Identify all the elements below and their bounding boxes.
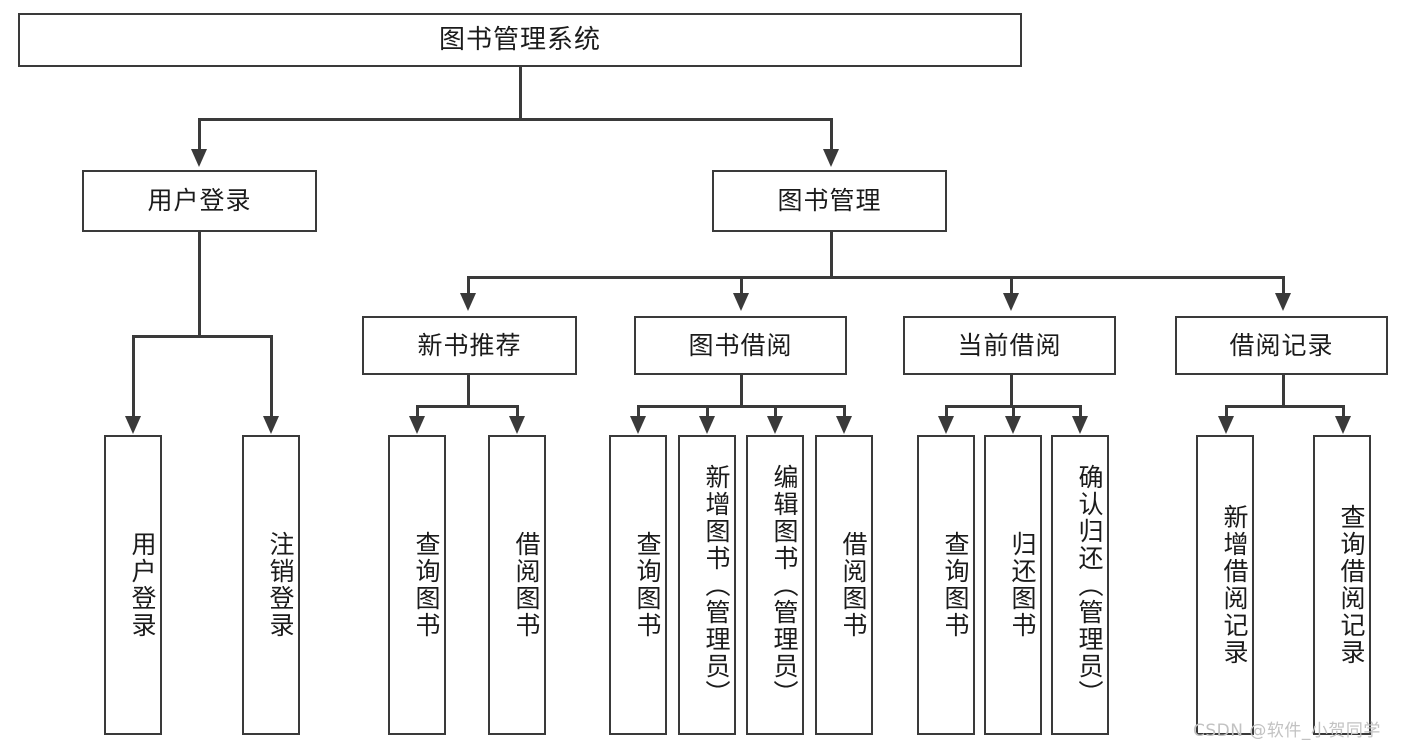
arrow-current-borrow-child-1 <box>938 416 954 434</box>
edge-to-borrow-record <box>1282 276 1285 294</box>
node-borrow-record[interactable]: 借阅记录 <box>1175 316 1388 375</box>
edge-to-new-book <box>467 276 470 294</box>
edge-root-stem <box>519 67 522 118</box>
edge-current-borrow-child-3 <box>1079 405 1082 417</box>
arrow-current-borrow-child-3 <box>1072 416 1088 434</box>
edge-user-login-stem <box>198 232 201 335</box>
arrow-book-borrow-child-1 <box>630 416 646 434</box>
edge-new-book-stem <box>467 375 470 405</box>
arrow-to-book-borrow <box>733 293 749 311</box>
edge-book-borrow-stem <box>740 375 743 405</box>
node-leaf-user-login[interactable]: 用户登录 <box>104 435 162 735</box>
node-current-borrow[interactable]: 当前借阅 <box>903 316 1116 375</box>
edge-new-book-bar <box>416 405 518 408</box>
node-new-book-recommend[interactable]: 新书推荐 <box>362 316 577 375</box>
node-leaf-add-record[interactable]: 新增借阅记录 <box>1196 435 1254 735</box>
edge-borrow-record-child-1 <box>1225 405 1228 417</box>
arrow-book-borrow-child-3 <box>767 416 783 434</box>
node-leaf-borrow-book-1[interactable]: 借阅图书 <box>488 435 546 735</box>
arrow-book-borrow-child-4 <box>836 416 852 434</box>
node-leaf-user-logout[interactable]: 注销登录 <box>242 435 300 735</box>
edge-borrow-record-stem <box>1282 375 1285 405</box>
edge-level2-bar <box>198 118 832 121</box>
arrow-to-book-management <box>823 149 839 167</box>
edge-current-borrow-child-1 <box>945 405 948 417</box>
arrow-user-login-child-1 <box>125 416 141 434</box>
arrow-new-book-child-2 <box>509 416 525 434</box>
node-leaf-query-book-3[interactable]: 查询图书 <box>917 435 975 735</box>
edge-level3-bar <box>467 276 1284 279</box>
edge-user-login-child-1 <box>132 335 135 417</box>
edge-to-current-borrow <box>1010 276 1013 294</box>
edge-to-user-login <box>198 118 201 150</box>
edge-borrow-record-child-2 <box>1342 405 1345 417</box>
edge-to-book-management <box>830 118 833 150</box>
node-leaf-confirm-return[interactable]: 确认归还（管理员） <box>1051 435 1109 735</box>
edge-to-book-borrow <box>740 276 743 294</box>
edge-user-login-child-2 <box>270 335 273 417</box>
edge-new-book-child-1 <box>416 405 419 417</box>
arrow-current-borrow-child-2 <box>1005 416 1021 434</box>
arrow-to-user-login <box>191 149 207 167</box>
arrow-borrow-record-child-1 <box>1218 416 1234 434</box>
edge-book-borrow-bar <box>637 405 844 408</box>
edge-borrow-record-bar <box>1225 405 1342 408</box>
arrow-to-borrow-record <box>1275 293 1291 311</box>
node-leaf-borrow-book-2[interactable]: 借阅图书 <box>815 435 873 735</box>
node-book-borrow[interactable]: 图书借阅 <box>634 316 847 375</box>
arrow-new-book-child-1 <box>409 416 425 434</box>
node-leaf-edit-book[interactable]: 编辑图书（管理员） <box>746 435 804 735</box>
node-book-management[interactable]: 图书管理 <box>712 170 947 232</box>
edge-current-borrow-child-2 <box>1012 405 1015 417</box>
csdn-watermark: CSDN @软件_小贺同学 <box>1193 721 1381 741</box>
node-user-login[interactable]: 用户登录 <box>82 170 317 232</box>
edge-book-borrow-child-4 <box>843 405 846 417</box>
arrow-borrow-record-child-2 <box>1335 416 1351 434</box>
edge-book-management-stem <box>830 232 833 276</box>
arrow-to-new-book <box>460 293 476 311</box>
arrow-book-borrow-child-2 <box>699 416 715 434</box>
edge-user-login-bar <box>132 335 272 338</box>
node-leaf-query-book-1[interactable]: 查询图书 <box>388 435 446 735</box>
node-leaf-return-book[interactable]: 归还图书 <box>984 435 1042 735</box>
edge-book-borrow-child-3 <box>774 405 777 417</box>
arrow-user-login-child-2 <box>263 416 279 434</box>
node-root-system[interactable]: 图书管理系统 <box>18 13 1022 67</box>
edge-new-book-child-2 <box>516 405 519 417</box>
arrow-to-current-borrow <box>1003 293 1019 311</box>
edge-current-borrow-stem <box>1010 375 1013 405</box>
node-leaf-query-book-2[interactable]: 查询图书 <box>609 435 667 735</box>
node-leaf-add-book[interactable]: 新增图书（管理员） <box>678 435 736 735</box>
edge-book-borrow-child-1 <box>637 405 640 417</box>
edge-book-borrow-child-2 <box>706 405 709 417</box>
node-leaf-query-record[interactable]: 查询借阅记录 <box>1313 435 1371 735</box>
